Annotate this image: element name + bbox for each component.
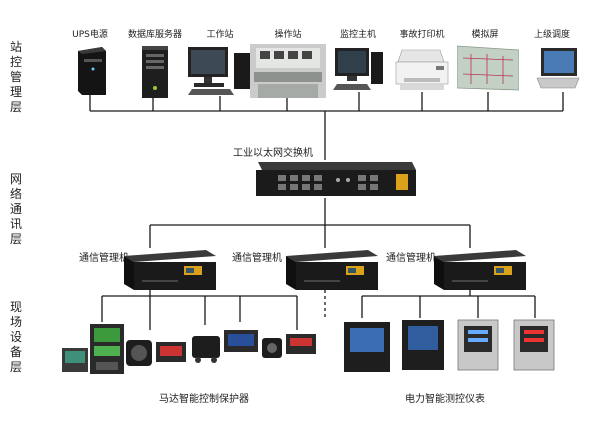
- switch-label: 工业以太网交换机: [233, 148, 313, 159]
- rack-unit-icon: [434, 250, 526, 290]
- device-caption-mimic-panel: 模拟屏: [471, 30, 499, 40]
- ups-tower-icon: [78, 47, 106, 95]
- layer-label-station: 站控管理层: [9, 40, 22, 114]
- layer-label-field: 现场设备层: [9, 300, 22, 374]
- field-caption-motor-protector: 马达智能控制保护器: [159, 394, 249, 405]
- printer-icon: [395, 49, 449, 90]
- workstation-icon: [188, 47, 250, 95]
- field-caption-power-meter: 电力智能测控仪表: [405, 394, 485, 405]
- rack-unit-icon: [286, 250, 378, 290]
- device-caption-printer: 事故打印机: [399, 30, 445, 40]
- device-caption-db-server: 数据库服务器: [127, 30, 183, 40]
- comm-manager-label-2: 通信管理机: [232, 253, 282, 264]
- laptop-icon: [536, 48, 580, 89]
- motor-protector-icon: [62, 324, 316, 374]
- device-caption-ups: UPS电源: [72, 30, 108, 40]
- mimic-panel-icon: [457, 45, 519, 91]
- comm-manager-label-1: 通信管理机: [79, 253, 129, 264]
- device-caption-monitor-host: 监控主机: [339, 30, 377, 40]
- layer-label-network: 网络通讯层: [9, 172, 22, 246]
- comm-manager-label-3: 通信管理机: [386, 253, 436, 264]
- monitor-host-icon: [333, 48, 383, 90]
- device-caption-workstation: 工作站: [206, 30, 234, 40]
- power-meter-icon: [344, 319, 555, 372]
- operator-console-icon: [250, 44, 326, 98]
- ethernet-switch-icon: [256, 162, 416, 196]
- server-tower-icon: [142, 46, 168, 98]
- device-caption-operator-station: 操作站: [274, 30, 302, 40]
- rack-unit-icon: [124, 250, 216, 290]
- device-caption-dispatch: 上级调度: [533, 30, 571, 40]
